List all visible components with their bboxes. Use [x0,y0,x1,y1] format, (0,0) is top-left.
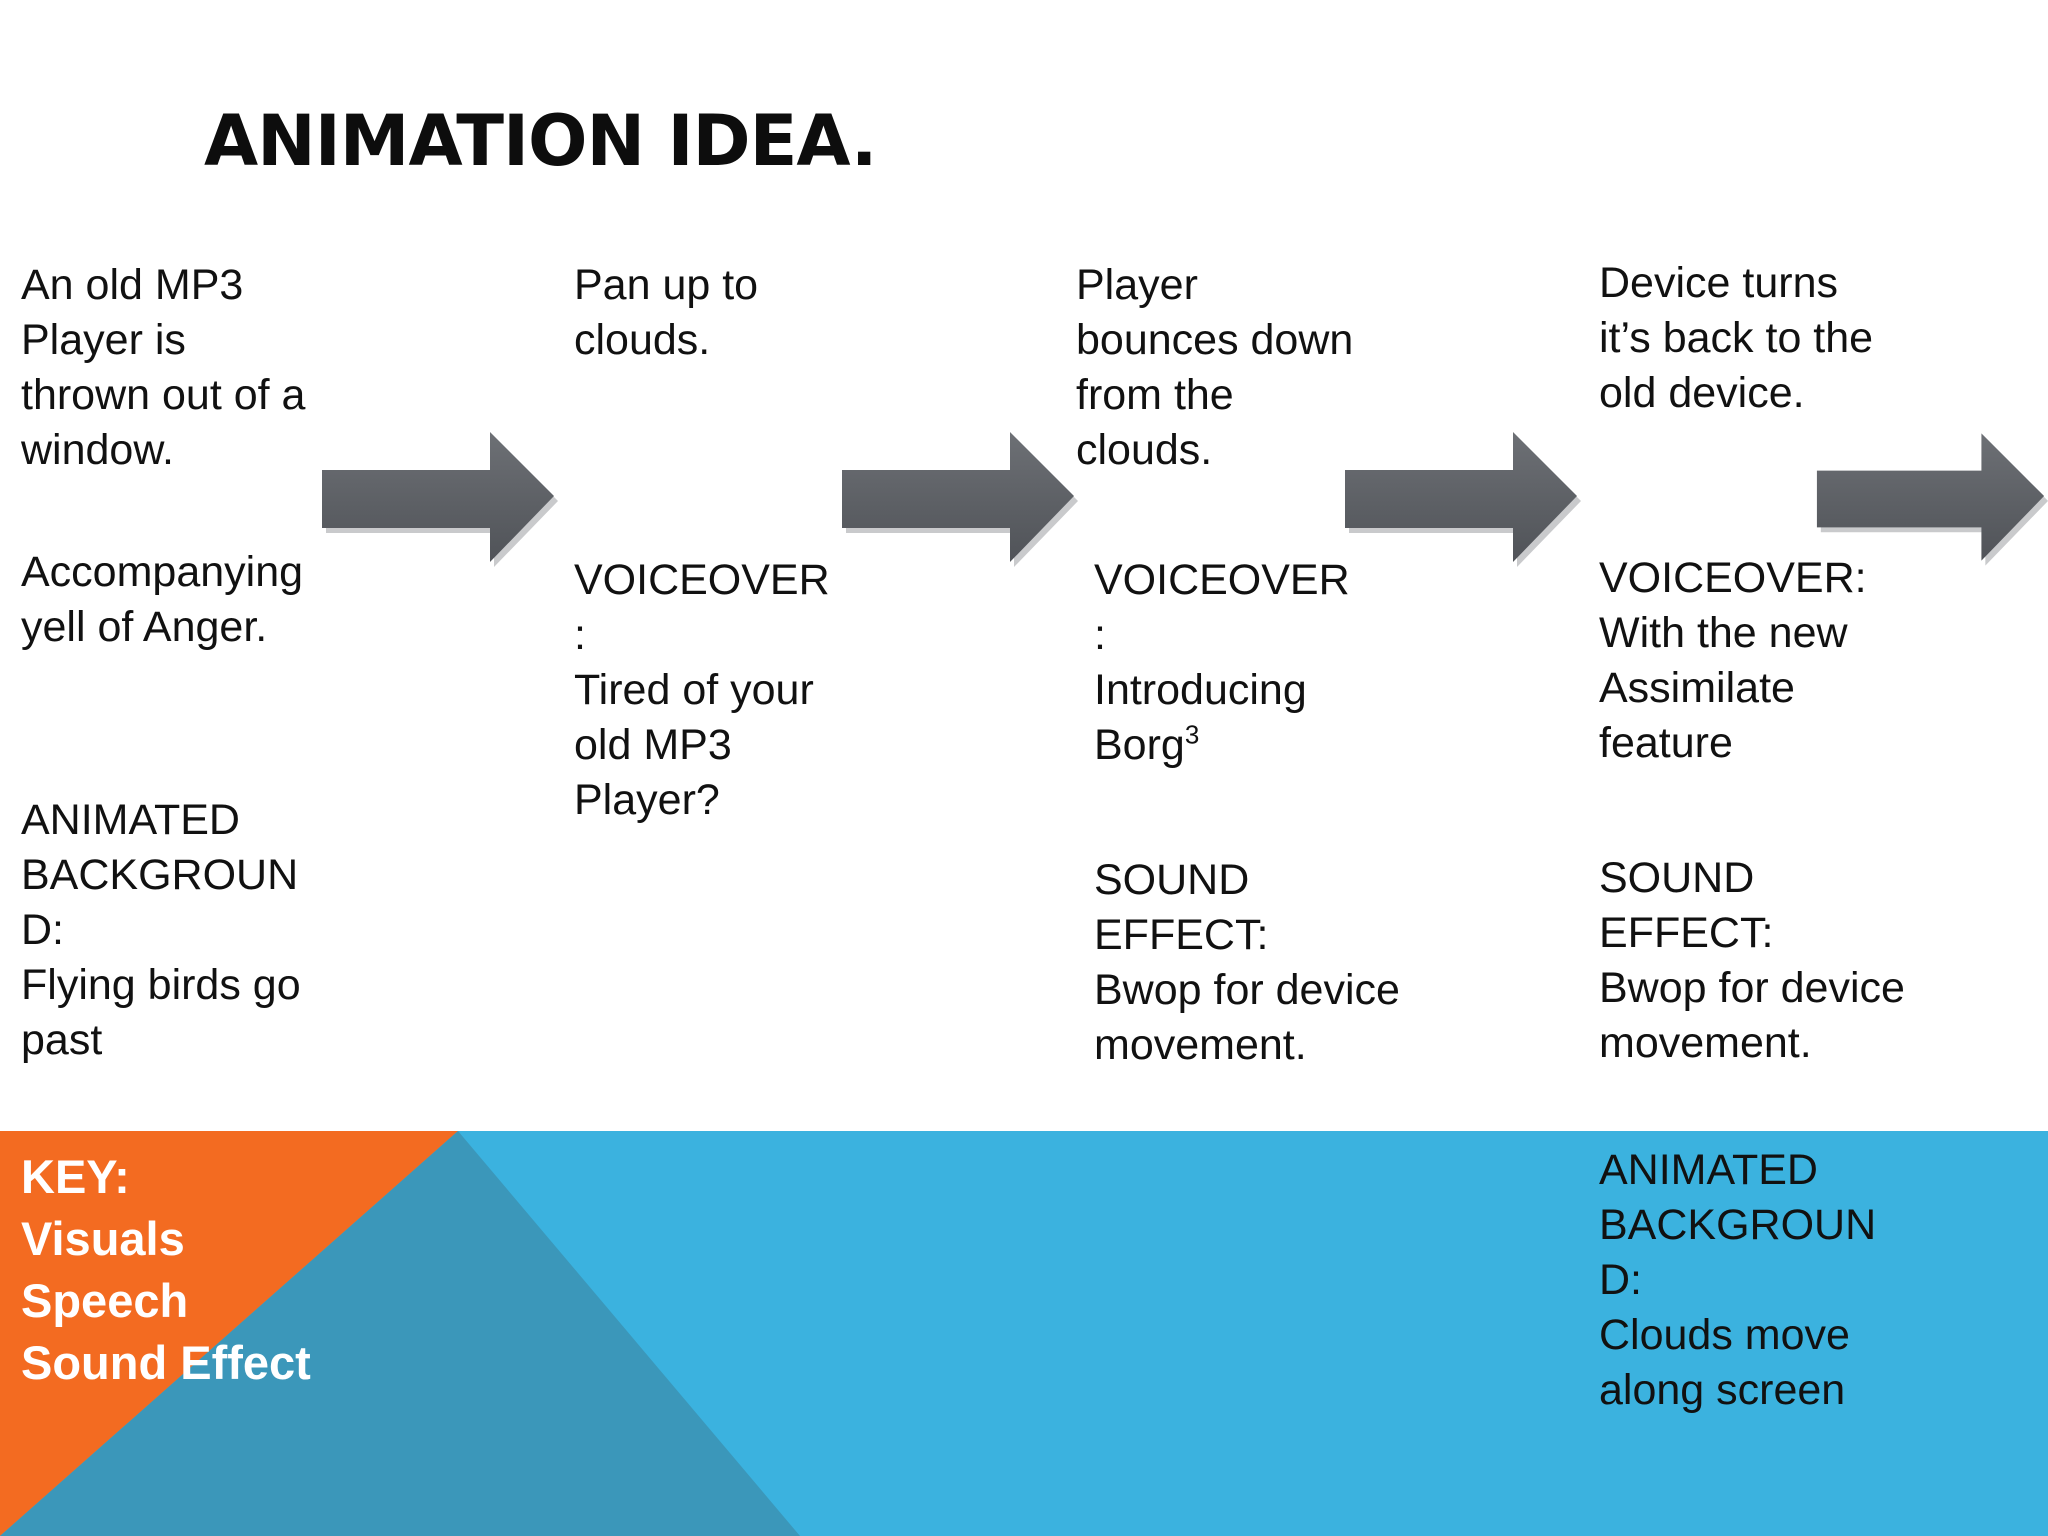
col2-visual-text: Pan up to clouds. [574,261,759,364]
footer-teal-triangle [0,1131,800,1536]
arrow-1 [322,432,558,567]
col3-voiceover-text: VOICEOVER : Introducing Borg3 [1094,553,1350,773]
legend-item-visuals: Visuals [21,1212,185,1265]
col3-voiceover-main: VOICEOVER : Introducing Borg [1094,556,1350,769]
arrow-2 [842,432,1078,567]
legend-item-sound-effect: Sound Effect [21,1336,311,1389]
col3-visual-text: Player bounces down from the clouds. [1076,261,1354,474]
col1-visual-text: An old MP3 Player is thrown out of a win… [21,261,306,474]
legend-heading: KEY: [21,1150,130,1203]
arrow-3 [1345,432,1581,567]
slide-title: ANIMATION IDEA. [204,100,877,182]
legend-key: KEY: Visuals Speech Sound Effect [21,1146,311,1394]
col4-sound-text: SOUND EFFECT: Bwop for device movement. [1599,854,1905,1067]
legend-item-speech: Speech [21,1274,189,1327]
col1-background-text: ANIMATED BACKGROUN D: Flying birds go pa… [21,796,301,1064]
col1-sound-text: Accompanying yell of Anger. [21,548,304,651]
col4-background-text: ANIMATED BACKGROUN D: Clouds move along … [1599,1146,1877,1414]
arrow-4 [1816,433,2048,566]
col4-visual-text: Device turns it’s back to the old device… [1599,259,1874,417]
col2-voiceover-text: VOICEOVER : Tired of your old MP3 Player… [574,556,830,824]
col3-sound-text: SOUND EFFECT: Bwop for device movement. [1094,856,1400,1069]
footer-band [0,1131,2048,1536]
col3-voiceover-superscript: 3 [1184,719,1200,750]
col4-voiceover-text: VOICEOVER: With the new Assimilate featu… [1599,554,1867,767]
